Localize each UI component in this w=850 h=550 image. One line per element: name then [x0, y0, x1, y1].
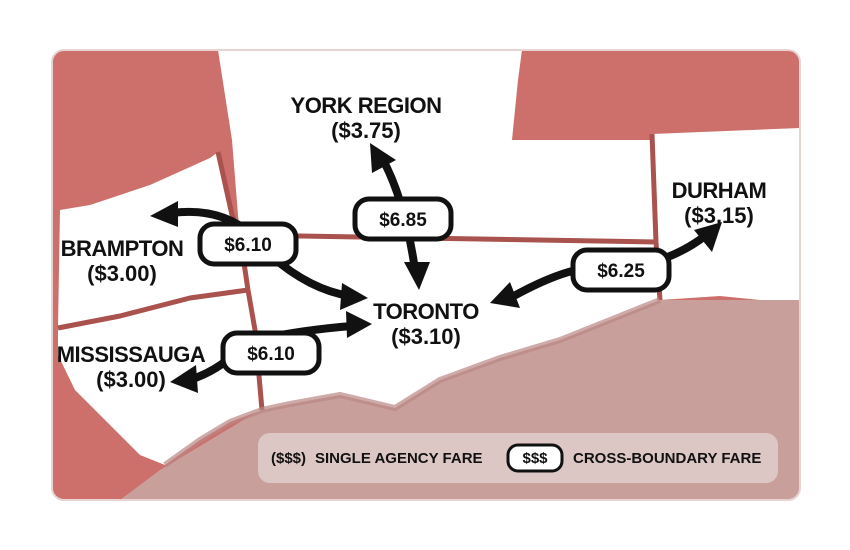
fare-york-region: ($3.75) [331, 118, 401, 143]
york-region-area [218, 50, 656, 242]
fare-pill-york-toronto: $6.85 [352, 196, 454, 242]
fare-pill-york-toronto-text: $6.85 [379, 210, 427, 231]
arrow-head-york [370, 143, 396, 173]
durham-area [652, 128, 800, 300]
arrow-head-toronto-north [404, 262, 430, 290]
fare-pill-mississauga-toronto-text: $6.10 [247, 344, 295, 365]
legend-cross-symbol-pill: $$$ [506, 443, 564, 473]
fare-brampton: ($3.00) [87, 261, 157, 286]
fare-pill-brampton-toronto-text: $6.10 [224, 235, 272, 256]
label-york-region: YORK REGION [291, 93, 442, 118]
legend-single-label: SINGLE AGENCY FARE [315, 450, 483, 467]
label-mississauga: MISSISSAUGA [57, 342, 206, 367]
shoreline [163, 297, 662, 468]
arrow-head-brampton [150, 201, 178, 227]
arrow-head-mississauga [170, 365, 198, 393]
fare-toronto: ($3.10) [391, 324, 461, 349]
map-frame [51, 49, 801, 501]
fare-pill-durham-toronto-text: $6.25 [597, 261, 645, 282]
fare-durham: ($3.15) [684, 203, 754, 228]
arrow-head-durham [694, 222, 722, 252]
label-brampton: BRAMPTON [61, 236, 184, 261]
arrow-head-toronto-southwest [346, 311, 372, 338]
arrow-head-toronto-west [340, 283, 368, 310]
label-durham: DURHAM [672, 178, 767, 203]
mississauga-area [58, 290, 262, 465]
label-toronto: TORONTO [373, 299, 479, 324]
legend-single-symbol: ($$$) [271, 450, 306, 467]
legend-cross-label: CROSS-BOUNDARY FARE [573, 450, 761, 467]
brampton-area [58, 152, 248, 328]
fare-pill-durham-toronto: $6.25 [570, 247, 672, 293]
arrow-head-toronto-east [490, 282, 520, 308]
fare-mississauga: ($3.00) [96, 367, 166, 392]
fare-pill-brampton-toronto: $6.10 [197, 221, 299, 267]
legend-cross-symbol: $$$ [522, 450, 548, 467]
legend: ($$$) SINGLE AGENCY FARE $$$ CROSS-BOUND… [258, 433, 778, 483]
fare-pill-mississauga-toronto: $6.10 [220, 330, 322, 376]
